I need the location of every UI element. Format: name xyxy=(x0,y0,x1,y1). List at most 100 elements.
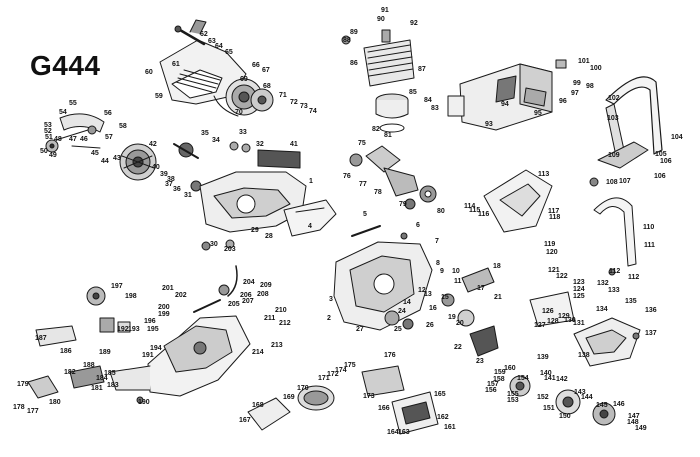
misc-parts xyxy=(136,35,640,404)
part-callout-137: 137 xyxy=(645,330,657,337)
part-callout-140: 140 xyxy=(540,370,552,377)
part-callout-119: 119 xyxy=(544,241,555,248)
part-callout-60: 60 xyxy=(145,69,153,76)
part-callout-113: 113 xyxy=(538,171,549,178)
part-callout-86: 86 xyxy=(350,60,358,67)
part-callout-47: 47 xyxy=(69,136,77,143)
part-callout-61: 61 xyxy=(172,61,180,68)
part-callout-92: 92 xyxy=(410,20,418,27)
part-callout-55: 55 xyxy=(69,100,77,107)
part-callout-3: 3 xyxy=(329,296,333,303)
part-callout-12: 12 xyxy=(418,287,426,294)
part-callout-62: 62 xyxy=(200,31,208,38)
muffler xyxy=(447,63,553,131)
part-callout-160: 160 xyxy=(504,365,516,372)
part-callout-146: 146 xyxy=(613,401,625,408)
part-callout-181: 181 xyxy=(91,385,103,392)
flywheel xyxy=(119,143,157,181)
part-callout-67: 67 xyxy=(262,67,270,74)
part-callout-109: 109 xyxy=(608,152,620,159)
part-callout-127: 127 xyxy=(534,322,546,329)
part-callout-68: 68 xyxy=(263,83,271,90)
part-callout-126: 126 xyxy=(542,308,554,315)
part-callout-139: 139 xyxy=(537,354,549,361)
part-callout-195: 195 xyxy=(147,326,159,333)
part-callout-93: 93 xyxy=(485,121,493,128)
part-callout-69: 69 xyxy=(240,76,248,83)
part-callout-131: 131 xyxy=(573,320,585,327)
part-callout-6: 6 xyxy=(416,222,420,229)
part-callout-105: 105 xyxy=(655,151,667,158)
part-callout-107: 107 xyxy=(619,178,631,185)
clutch xyxy=(509,375,616,426)
part-callout-73: 73 xyxy=(300,103,308,110)
part-callout-104: 104 xyxy=(671,134,683,141)
part-callout-53: 53 xyxy=(44,122,52,129)
part-callout-165: 165 xyxy=(434,391,446,398)
part-callout-39: 39 xyxy=(160,171,168,178)
part-callout-1: 1 xyxy=(309,178,313,185)
part-callout-115: 115 xyxy=(469,207,480,214)
part-callout-182: 182 xyxy=(64,369,76,376)
part-callout-13: 13 xyxy=(424,291,432,298)
part-callout-87: 87 xyxy=(418,66,426,73)
part-callout-10: 10 xyxy=(452,268,460,275)
part-callout-156: 156 xyxy=(485,387,497,394)
part-callout-106: 106 xyxy=(660,158,672,165)
part-callout-8: 8 xyxy=(436,260,440,267)
part-callout-142: 142 xyxy=(556,376,568,383)
part-callout-177: 177 xyxy=(27,408,39,415)
part-callout-46: 46 xyxy=(80,136,88,143)
part-callout-173: 173 xyxy=(363,393,375,400)
part-callout-188: 188 xyxy=(83,362,95,369)
part-callout-136: 136 xyxy=(645,307,657,314)
part-callout-35: 35 xyxy=(201,130,209,137)
part-callout-159: 159 xyxy=(494,369,506,376)
part-callout-101: 101 xyxy=(578,58,590,65)
part-callout-97: 97 xyxy=(571,90,579,97)
part-callout-204: 204 xyxy=(243,279,255,286)
part-callout-57: 57 xyxy=(105,134,113,141)
part-callout-112: 112 xyxy=(609,268,620,275)
part-callout-96: 96 xyxy=(559,98,567,105)
part-callout-162: 162 xyxy=(437,414,449,421)
part-callout-187: 187 xyxy=(35,335,47,342)
part-callout-148: 148 xyxy=(627,419,639,426)
part-callout-175: 175 xyxy=(344,362,356,369)
part-callout-186: 186 xyxy=(60,348,72,355)
part-callout-116: 116 xyxy=(478,211,489,218)
part-callout-208: 208 xyxy=(257,291,269,298)
part-callout-117: 117 xyxy=(548,208,559,215)
part-callout-155: 155 xyxy=(507,391,519,398)
part-callout-199: 199 xyxy=(158,311,170,318)
part-callout-111: 111 xyxy=(644,242,655,249)
sprocket-cover xyxy=(529,291,641,367)
part-callout-168: 168 xyxy=(252,402,264,409)
part-callout-118: 118 xyxy=(549,214,560,221)
part-callout-56: 56 xyxy=(104,110,112,117)
part-callout-102: 102 xyxy=(608,95,620,102)
part-callout-166: 166 xyxy=(378,405,390,412)
part-callout-50: 50 xyxy=(40,148,48,155)
part-callout-21: 21 xyxy=(494,294,502,301)
part-callout-211: 211 xyxy=(264,315,275,322)
cylinder xyxy=(363,29,415,87)
part-callout-88: 88 xyxy=(343,37,351,44)
part-callout-18: 18 xyxy=(493,263,501,270)
part-callout-200: 200 xyxy=(158,304,170,311)
part-callout-30: 30 xyxy=(210,241,218,248)
part-callout-150: 150 xyxy=(559,413,571,420)
part-callout-95: 95 xyxy=(534,110,542,117)
part-callout-38: 38 xyxy=(167,176,175,183)
part-callout-110: 110 xyxy=(643,224,654,231)
part-callout-154: 154 xyxy=(517,375,529,382)
part-callout-41: 41 xyxy=(290,141,298,148)
air-filter xyxy=(247,365,439,435)
part-callout-128: 128 xyxy=(547,318,559,325)
part-callout-23: 23 xyxy=(476,358,484,365)
part-callout-63: 63 xyxy=(208,38,216,45)
part-callout-90: 90 xyxy=(377,16,385,23)
part-callout-103: 103 xyxy=(607,115,619,122)
part-callout-74: 74 xyxy=(309,108,317,115)
